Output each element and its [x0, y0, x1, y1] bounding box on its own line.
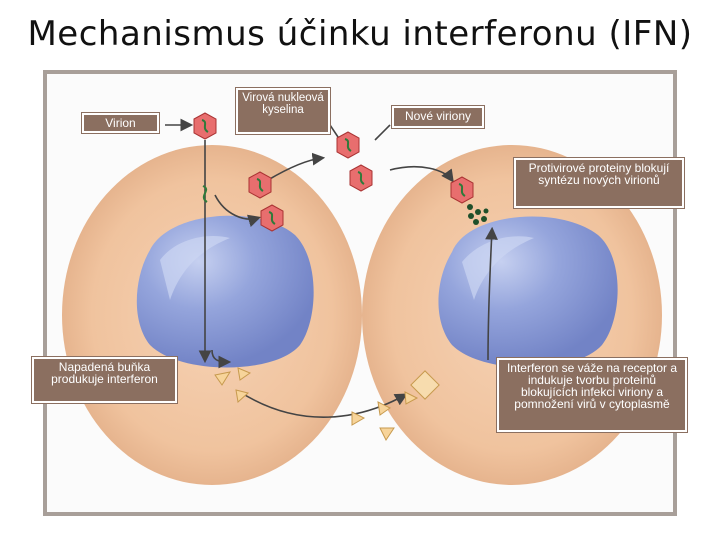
- arrow-interferon-secretion: [239, 391, 408, 418]
- virion-icon: [248, 171, 272, 199]
- virion-icon: [336, 131, 360, 159]
- arrow-nucleus-to-interferon: [211, 349, 232, 369]
- label-viral-nucleic-acid: Virová nukleová kyselina: [236, 88, 330, 134]
- label-infected-cell: Napadená buňka produkuje interferon: [32, 357, 177, 403]
- virion-icon: [450, 176, 474, 204]
- label-new-virions: Nové viriony: [392, 106, 484, 128]
- label-antiviral-proteins: Protivirové proteiny blokují syntézu nov…: [514, 158, 684, 208]
- arrow-virions-to-right-cell: [389, 166, 454, 183]
- virion-icon: [349, 164, 373, 192]
- label-virion: Virion: [82, 113, 159, 133]
- label-interferon-binding: Interferon se váže na receptor a indukuj…: [497, 358, 687, 432]
- slide-title: Mechanismus účinku interferonu (IFN): [27, 14, 693, 54]
- antiviral-proteins-icon: [467, 204, 489, 225]
- infected-cell: [62, 145, 362, 485]
- arrow-new-virions-label: [374, 124, 391, 141]
- virions: [193, 112, 474, 232]
- arrow-to-new-virions: [267, 152, 326, 181]
- arrow-nucleic-acid-replication: [214, 194, 262, 227]
- arrow-receptor-to-nucleus: [485, 226, 498, 361]
- process-arrows: [165, 118, 498, 418]
- virion-icon: [193, 112, 217, 140]
- virion-icon: [260, 204, 284, 232]
- interferon-receptor-icon: [404, 370, 440, 405]
- interferon-molecules: [214, 367, 395, 441]
- nucleic-acid-icon: [202, 185, 208, 203]
